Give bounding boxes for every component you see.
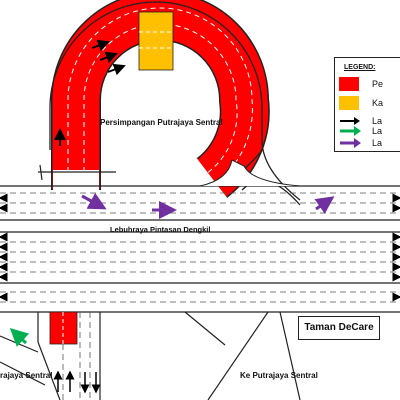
ramp-arrow-1: [91, 39, 110, 52]
green-arrow: [9, 327, 30, 347]
lower-right-road: [184, 311, 301, 400]
legend-black-arrow-text: La: [372, 116, 383, 126]
highway-label: Lebuhraya Pintasan Dengkil: [110, 225, 210, 234]
legend-title: LEGEND:: [344, 64, 376, 71]
legend: LEGEND: Pe Ka La La La: [334, 57, 400, 152]
edge-arrows: [0, 193, 400, 302]
legend-purple-arrow-icon: [340, 138, 361, 148]
highway-lower: [0, 231, 400, 313]
legend-item-green-arrow: La: [339, 124, 400, 140]
ramp-arrow-2: [99, 51, 118, 64]
lower-access-road: [0, 311, 101, 400]
right-destination-label: Ke Putrajaya Sentral: [240, 371, 318, 380]
legend-green-arrow-text: La: [372, 126, 383, 136]
area-box: Taman DeCare: [298, 316, 380, 340]
ramp-arrow-3: [107, 63, 126, 76]
legend-green-arrow-icon: [340, 126, 361, 136]
legend-item-black-arrow: La: [339, 114, 400, 130]
legend-black-arrow-icon: [340, 117, 360, 125]
legend-item-purple-arrow: La: [339, 136, 400, 152]
legend-red-text: Pe: [372, 79, 384, 89]
bridge-section: [138, 11, 174, 71]
loop-ramp: [51, 0, 270, 198]
legend-yellow-swatch: [339, 96, 359, 110]
legend-red-swatch: [339, 77, 359, 91]
legend-yellow-text: Ka: [372, 98, 384, 108]
legend-item-red: Pe: [339, 77, 400, 93]
legend-purple-arrow-text: La: [372, 138, 383, 148]
legend-item-yellow: Ka: [339, 96, 400, 112]
purple-arrow-3: [314, 196, 335, 214]
left-destination-label: rajaya Sentral: [0, 371, 52, 380]
interchange-label: Persimpangan Putrajaya Sentral: [100, 118, 223, 127]
purple-arrow-1: [81, 192, 107, 210]
highway-upper: [0, 185, 400, 221]
